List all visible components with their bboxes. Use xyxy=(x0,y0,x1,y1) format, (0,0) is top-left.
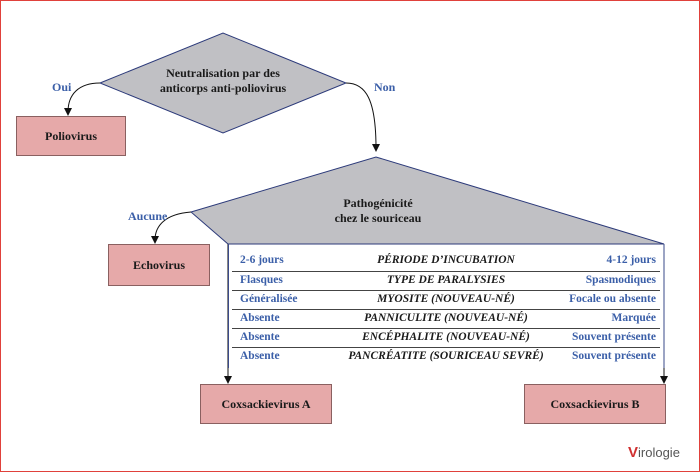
row-right-value: 4-12 jours xyxy=(606,254,656,266)
row-criterion: PANNICULITE (NOUVEAU-NÉ) xyxy=(364,312,528,324)
logo-initial: V xyxy=(628,444,639,461)
decision2-text: Pathogénicité chez le souriceau xyxy=(335,196,422,226)
row-left-value: Absente xyxy=(240,312,280,324)
decision1-line1: Neutralisation par des xyxy=(166,66,280,80)
decision2-line1: Pathogénicité xyxy=(343,196,413,210)
row-right-value: Focale ou absente xyxy=(569,293,656,305)
row-divider xyxy=(232,328,660,329)
box-coxsackievirus-a-label: Coxsackievirus A xyxy=(221,396,311,411)
row-divider xyxy=(232,290,660,291)
row-right-value: Spasmodiques xyxy=(585,274,656,286)
arrow-aucune xyxy=(151,211,192,244)
row-divider xyxy=(232,347,660,348)
row-left-value: Généralisée xyxy=(240,293,298,305)
branch-label-oui: Oui xyxy=(52,80,72,94)
branch-label-aucune: Aucune xyxy=(128,209,168,223)
table-row: Flasques TYPE DE PARALYSIES Spasmodiques xyxy=(232,272,660,290)
box-poliovirus: Poliovirus xyxy=(16,116,126,156)
table-row: Absente PANNICULITE (NOUVEAU-NÉ) Marquée xyxy=(232,310,660,328)
row-criterion: ENCÉPHALITE (NOUVEAU-NÉ) xyxy=(362,331,530,343)
branch-label-non: Non xyxy=(374,80,396,94)
table-row: Absente ENCÉPHALITE (NOUVEAU-NÉ) Souvent… xyxy=(232,329,660,347)
box-coxsackievirus-a: Coxsackievirus A xyxy=(200,384,332,424)
decision-triangle-pathogenicite xyxy=(189,156,665,245)
row-criterion: MYOSITE (NOUVEAU-NÉ) xyxy=(377,293,515,305)
row-criterion: PANCRÉATITE (SOURICEAU SEVRÉ) xyxy=(348,350,544,362)
virologie-logo: Virologie xyxy=(628,444,680,461)
decision1-text: Neutralisation par des anticorps anti-po… xyxy=(160,66,286,96)
row-divider xyxy=(232,271,660,272)
logo-rest: irologie xyxy=(638,445,680,460)
row-left-value: 2-6 jours xyxy=(240,254,284,266)
box-coxsackievirus-b: Coxsackievirus B xyxy=(524,384,666,424)
row-right-value: Souvent présente xyxy=(571,331,656,343)
row-left-value: Absente xyxy=(240,331,280,343)
arrow-non xyxy=(345,82,380,152)
comparison-panel xyxy=(228,244,664,368)
box-echovirus-label: Echovirus xyxy=(132,257,185,272)
decision1-line2: anticorps anti-poliovirus xyxy=(159,81,287,95)
table-row: 2-6 jours PÉRIODE D’INCUBATION 4-12 jour… xyxy=(232,252,660,270)
box-echovirus: Echovirus xyxy=(108,244,210,286)
box-poliovirus-label: Poliovirus xyxy=(44,128,97,143)
row-criterion: TYPE DE PARALYSIES xyxy=(386,274,506,286)
row-divider xyxy=(232,309,660,310)
table-row: Absente PANCRÉATITE (SOURICEAU SEVRÉ) So… xyxy=(232,348,660,366)
row-right-value: Marquée xyxy=(611,312,656,324)
row-right-value: Souvent présente xyxy=(571,350,656,362)
box-coxsackievirus-b-label: Coxsackievirus B xyxy=(550,396,640,411)
arrow-oui xyxy=(64,82,101,116)
row-left-value: Flasques xyxy=(240,274,283,286)
row-criterion: PÉRIODE D’INCUBATION xyxy=(377,254,515,266)
table-row: Généralisée MYOSITE (NOUVEAU-NÉ) Focale … xyxy=(232,291,660,309)
decision2-line2: chez le souriceau xyxy=(334,211,422,225)
row-left-value: Absente xyxy=(240,350,280,362)
